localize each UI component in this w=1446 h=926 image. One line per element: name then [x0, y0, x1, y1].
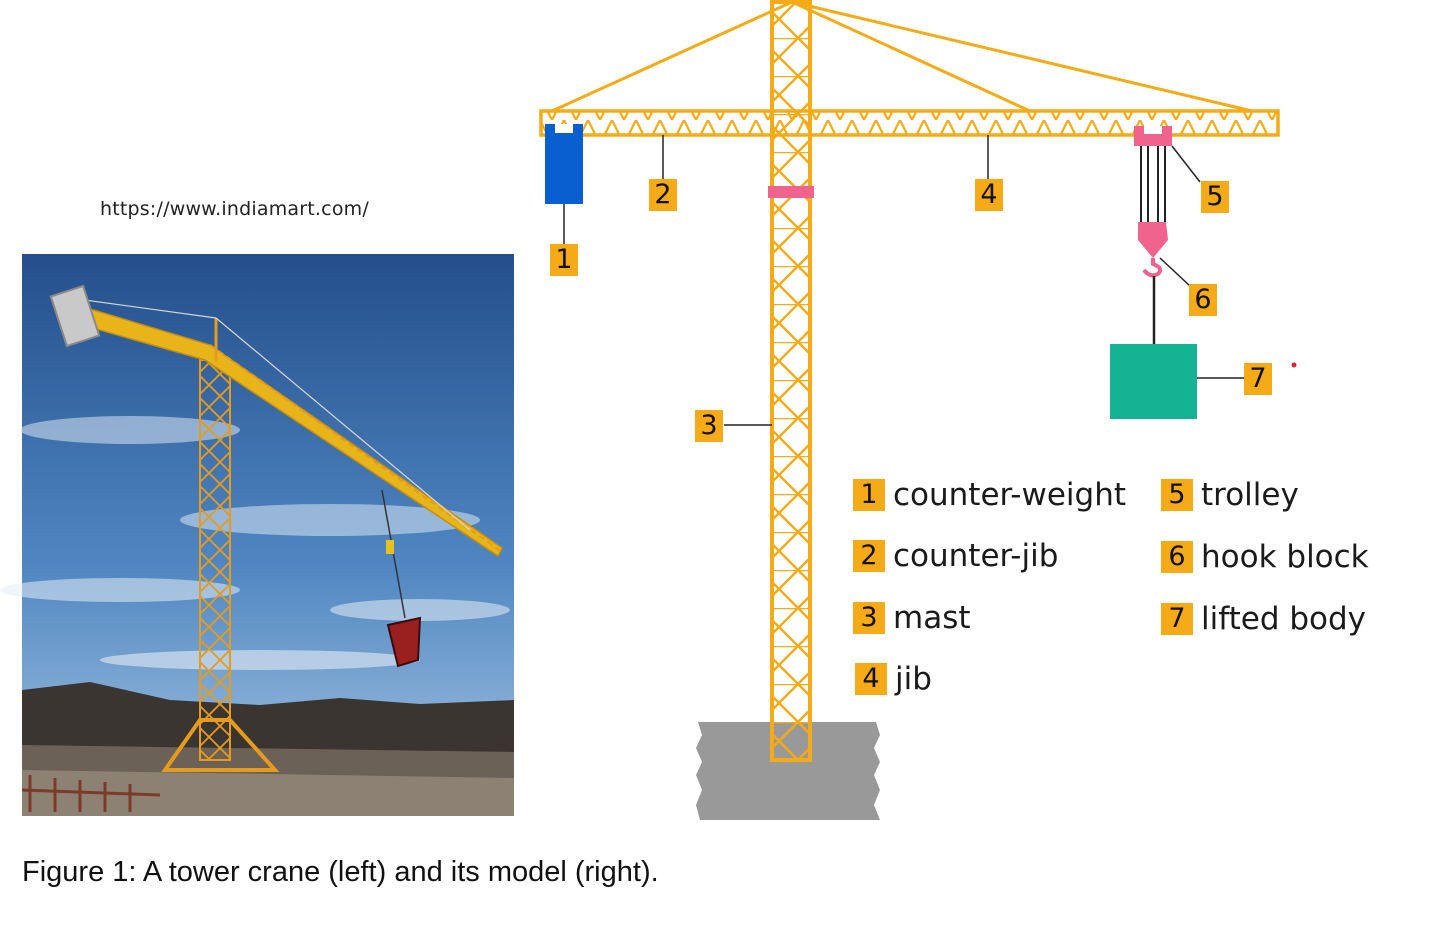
callout-6: 6: [1189, 284, 1217, 316]
legend-label: counter-weight: [893, 477, 1126, 513]
callout-5: 5: [1201, 181, 1229, 213]
photo-counterweight: [49, 284, 101, 348]
leader-lines: [563, 135, 1244, 426]
hoist-ropes: [1140, 146, 1166, 222]
trolley: [1134, 126, 1172, 146]
callout-2: 2: [649, 179, 677, 211]
mast: [768, 0, 814, 762]
legend-label: mast: [893, 600, 971, 636]
crane-photo: [0, 254, 514, 816]
counter-weight: [545, 124, 583, 204]
legend-item-lifted-body: 7 lifted body: [1161, 601, 1366, 637]
callout-4: 4: [975, 179, 1003, 211]
legend-number: 4: [855, 663, 887, 695]
figure-caption: Figure 1: A tower crane (left) and its m…: [22, 856, 659, 888]
callout-7: 7: [1244, 363, 1272, 395]
legend-item-counter-jib: 2 counter-jib: [853, 538, 1058, 574]
ground-block: [696, 722, 880, 820]
legend-number: 6: [1161, 541, 1193, 573]
slewing-ring: [768, 186, 814, 198]
callout-1: 1: [550, 244, 578, 276]
photo-mast: [199, 359, 231, 761]
callout-3: 3: [695, 410, 723, 442]
legend-number: 1: [853, 479, 885, 511]
legend-item-trolley: 5 trolley: [1161, 477, 1299, 513]
photo-bucket: [386, 616, 422, 668]
photo-clouds: [0, 416, 510, 670]
source-url: https://www.indiamart.com/: [100, 198, 369, 220]
legend-label: jib: [895, 661, 932, 697]
legend-item-jib: 4 jib: [855, 661, 932, 697]
legend-item-counter-weight: 1 counter-weight: [853, 477, 1126, 513]
legend-number: 2: [853, 540, 885, 572]
legend-label: trolley: [1201, 477, 1299, 513]
legend-label: counter-jib: [893, 538, 1059, 574]
red-dot: [1291, 362, 1297, 368]
tie-cables: [551, 0, 1253, 113]
photo-fence: [21, 775, 161, 812]
lifted-body: [1110, 344, 1197, 419]
legend-item-hook-block: 6 hook block: [1161, 539, 1369, 575]
legend-label: hook block: [1201, 539, 1369, 575]
legend-number: 5: [1161, 479, 1193, 511]
legend-item-mast: 3 mast: [853, 600, 971, 636]
legend-number: 3: [853, 602, 885, 634]
crane-model: [539, 0, 1297, 820]
hook-block: [1138, 222, 1168, 278]
legend-label: lifted body: [1201, 601, 1367, 637]
legend-number: 7: [1161, 603, 1193, 635]
